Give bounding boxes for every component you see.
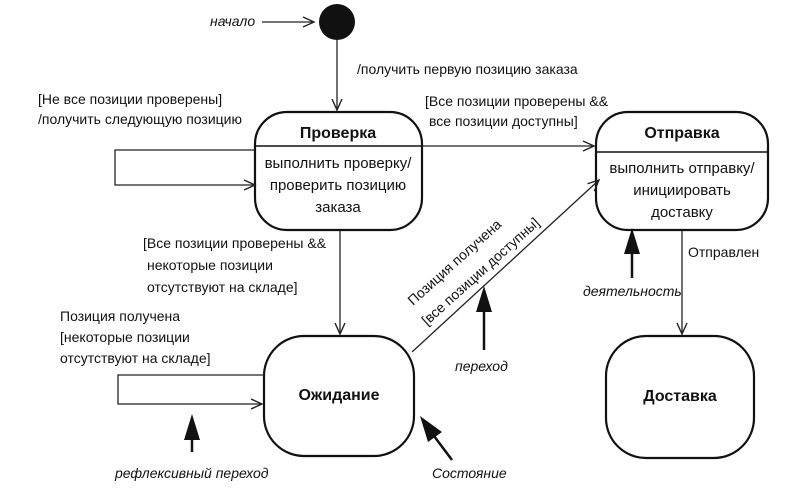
edge-dispatch-to-delivered-label: Отправлен <box>688 244 759 260</box>
callout-activity: деятельность <box>583 228 682 299</box>
callout-transition: переход <box>455 286 508 374</box>
state-check-activity-3: заказа <box>315 199 361 216</box>
edge-start-to-check-label: /получить первую позицию заказа <box>357 61 578 77</box>
edge-check-to-dispatch-label-2: все позиции доступны] <box>429 113 578 129</box>
state-check-activity-2: проверить позицию <box>270 177 406 194</box>
callout-activity-arrowhead <box>624 228 640 254</box>
state-check-box <box>253 110 424 232</box>
initial-node <box>319 4 355 40</box>
state-dispatch-activity-1: выполнить отправку/ <box>609 160 755 177</box>
state-dispatch-activity-2: инициировать <box>633 182 731 199</box>
callout-state: Состояние <box>420 416 507 481</box>
callout-state-line <box>433 435 453 461</box>
state-waiting-box <box>262 334 416 458</box>
edge-check-self <box>114 149 257 191</box>
callout-transition-arrowhead <box>476 286 492 312</box>
state-delivered: Доставка <box>604 334 756 460</box>
edge-waiting-to-dispatch <box>411 178 601 353</box>
edge-check-to-dispatch-label-1: [Все позиции проверены && <box>425 93 609 109</box>
edge-check-to-waiting-label-2: некоторые позиции <box>147 257 273 273</box>
state-delivered-box <box>604 334 756 460</box>
state-delivered-title: Доставка <box>643 388 717 405</box>
state-dispatch-activity-3: доставку <box>651 204 713 221</box>
edge-waiting-self-label-2: [некоторые позиции <box>60 329 190 345</box>
state-waiting-title: Ожидание <box>298 387 379 404</box>
state-check: Проверка выполнить проверку/ проверить п… <box>253 110 424 232</box>
edge-waiting-self-label-1: Позиция получена <box>60 308 180 324</box>
edge-check-self-label-1: [Не все позиции проверены] <box>38 91 222 107</box>
state-waiting: Ожидание <box>262 334 416 458</box>
edge-check-self-label-2: /получить следующую позицию <box>38 111 242 127</box>
state-check-title: Проверка <box>300 125 376 142</box>
callout-self-transition-arrowhead <box>184 414 200 440</box>
state-dispatch-title: Отправка <box>644 125 719 142</box>
callout-self-transition: рефлексивный переход <box>114 414 269 481</box>
callout-state-arrowhead <box>420 416 442 442</box>
edge-waiting-self <box>117 374 264 410</box>
callout-activity-label: деятельность <box>583 283 682 299</box>
callout-self-transition-label: рефлексивный переход <box>114 465 269 481</box>
state-check-activity-1: выполнить проверку/ <box>265 155 413 172</box>
state-dispatch: Отправка выполнить отправку/ инициироват… <box>594 110 770 232</box>
edge-check-to-waiting-label-3: отсутствуют на складе] <box>147 279 298 295</box>
initial-label: начало <box>210 13 255 29</box>
edge-waiting-self-label-3: отсутствуют на складе] <box>60 350 211 366</box>
callout-state-label: Состояние <box>432 465 507 481</box>
callout-transition-label: переход <box>455 358 508 374</box>
edge-check-to-waiting-label-1: [Все позиции проверены && <box>143 235 327 251</box>
